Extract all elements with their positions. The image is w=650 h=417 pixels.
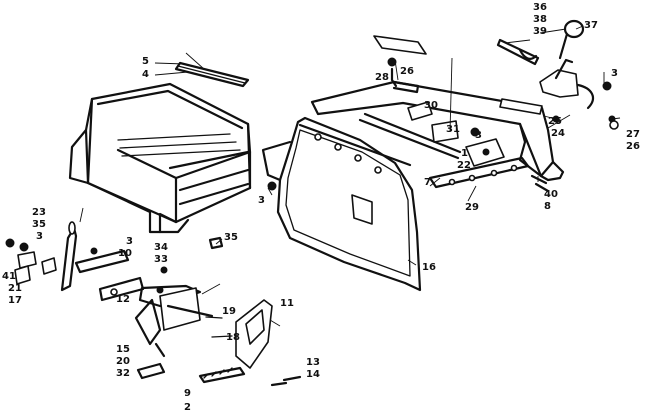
callout-c16: 16 — [422, 262, 436, 273]
callout-c31: 31 — [446, 124, 460, 135]
callout-c19: 19 — [222, 306, 236, 317]
callout-c28: 28 — [375, 72, 389, 83]
callout-c3a: 3 — [611, 68, 618, 79]
callout-c26b: 26 — [626, 141, 640, 152]
callout-labels: 5 4 28 26 36 38 39 37 3 30 31 3 1 22 25 … — [2, 2, 640, 413]
callout-c7: 7 — [424, 177, 431, 188]
callout-c3c: 3 — [258, 195, 265, 206]
callout-c14: 14 — [306, 369, 320, 380]
leader-lines — [79, 25, 621, 327]
callout-c3d: 3 — [36, 231, 43, 242]
lower-hitch-assembly — [5, 221, 302, 387]
mounting-plates — [407, 101, 505, 167]
callout-c33: 33 — [154, 254, 168, 265]
callout-c41: 41 — [2, 271, 16, 282]
callout-c8: 8 — [544, 201, 551, 212]
callout-c40: 40 — [544, 189, 558, 200]
backrest-panel — [261, 116, 422, 292]
callout-c11: 11 — [280, 298, 294, 309]
callout-c4: 4 — [142, 69, 149, 80]
callout-c38: 38 — [533, 14, 547, 25]
callout-c29: 29 — [465, 202, 479, 213]
callout-c24: 24 — [551, 128, 565, 139]
callout-c22: 22 — [457, 160, 471, 171]
callout-c3e: 3 — [126, 236, 133, 247]
hitch-bracket — [373, 19, 595, 115]
callout-c5: 5 — [142, 56, 149, 67]
callout-c15: 15 — [116, 344, 130, 355]
callout-c34: 34 — [154, 242, 168, 253]
callout-c13: 13 — [306, 357, 320, 368]
callout-c30: 30 — [424, 100, 438, 111]
callout-c23: 23 — [32, 207, 46, 218]
callout-c18: 18 — [226, 332, 240, 343]
callout-c35a: 35 — [32, 219, 46, 230]
callout-c37: 37 — [584, 20, 598, 31]
main-frame — [310, 80, 565, 189]
rack-strip — [174, 61, 250, 88]
callout-c12: 12 — [116, 294, 130, 305]
callout-c32: 32 — [116, 368, 130, 379]
callout-c17: 17 — [8, 295, 22, 306]
callout-c10: 10 — [118, 248, 132, 259]
callout-c1: 1 — [461, 148, 468, 159]
callout-c9: 9 — [184, 388, 191, 399]
callout-c35b: 35 — [224, 232, 238, 243]
cargo-rack-basket — [68, 82, 252, 234]
callout-c26a: 26 — [400, 66, 414, 77]
callout-c20: 20 — [116, 356, 130, 367]
callout-c36: 36 — [533, 2, 547, 13]
callout-c25: 25 — [548, 116, 562, 127]
callout-c21: 21 — [8, 283, 22, 294]
callout-c27: 27 — [626, 129, 640, 140]
callout-c3b: 3 — [475, 130, 482, 141]
callout-c39: 39 — [533, 26, 547, 37]
callout-c2: 2 — [184, 402, 191, 413]
